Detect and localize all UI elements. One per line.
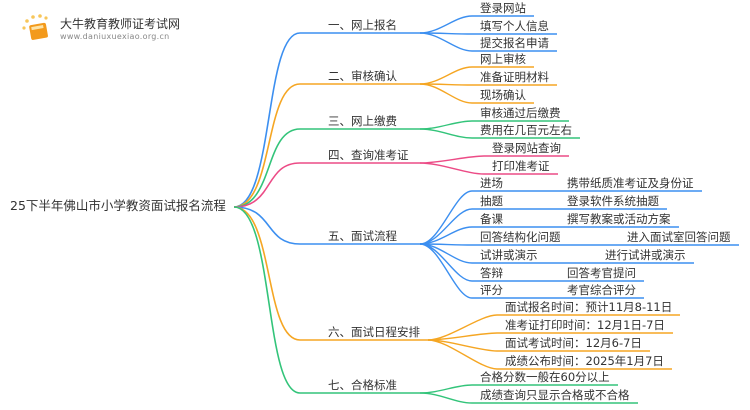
child-label: 面试考试时间：12月6-7日 [505, 336, 642, 350]
child-label: 回答结构化问题 [480, 230, 561, 244]
logo: 大牛教育教师证考试网 www.daniuxuexiao.org.cn [20, 14, 180, 42]
branch-label: 二、审核确认 [328, 69, 397, 83]
branch-label: 五、面试流程 [328, 229, 397, 243]
child-label: 准备证明材料 [480, 70, 549, 84]
child-label: 答辩 [480, 266, 503, 280]
child-label: 抽题 [480, 194, 503, 208]
child-label: 评分 [480, 283, 503, 297]
child-label: 登录网站查询 [492, 141, 561, 155]
child-connector [419, 128, 473, 139]
child-label: 进场 [480, 176, 503, 190]
child-connector [419, 162, 485, 175]
child-connector [419, 155, 485, 164]
child-label: 网上审核 [480, 52, 526, 66]
logo-name: 大牛教育教师证考试网 [60, 17, 181, 31]
child-label: 登录网站 [480, 1, 526, 15]
child-label: 备课 [480, 212, 503, 226]
branch-connector [233, 128, 301, 208]
child-label: 成绩查询只显示合格或不合格 [480, 388, 630, 402]
child-label: 试讲或演示 [480, 248, 538, 262]
child-connector [419, 208, 473, 245]
branch-connector [233, 162, 301, 208]
child-connector [419, 32, 473, 52]
child-connector [419, 243, 473, 282]
branch-connector [233, 206, 301, 245]
child-detail: 携带纸质准考证及身份证 [567, 176, 694, 190]
child-connector [419, 243, 473, 299]
branch-label: 七、合格标准 [328, 378, 397, 392]
branch-label: 一、网上报名 [328, 18, 397, 32]
child-connector [419, 120, 473, 130]
child-detail: 进入面试室回答问题 [627, 230, 731, 244]
child-label: 现场确认 [480, 88, 526, 102]
child-detail: 登录软件系统抽题 [567, 194, 659, 208]
branch-connector [233, 32, 301, 208]
child-label: 费用在几百元左右 [480, 123, 572, 137]
branch-connector [233, 83, 301, 208]
child-label: 打印准考证 [492, 159, 550, 173]
child-label: 成绩公布时间：2025年1月7日 [505, 354, 664, 368]
child-label: 提交报名申请 [480, 36, 549, 50]
child-connector [427, 339, 498, 370]
branch-label: 四、查询准考证 [328, 148, 409, 162]
child-detail: 进行试讲或演示 [605, 248, 686, 262]
child-label: 准考证打印时间：12月1日-7日 [505, 318, 665, 332]
child-connector [419, 66, 473, 85]
child-connector [427, 332, 498, 341]
root-title: 25下半年佛山市小学教资面试报名流程 [10, 198, 226, 213]
branch-connector [233, 206, 301, 394]
child-detail: 考官综合评分 [567, 283, 636, 297]
child-detail: 回答考官提问 [567, 266, 636, 280]
branch-label: 六、面试日程安排 [328, 325, 420, 339]
child-label: 面试报名时间：预计11月8-11日 [505, 300, 673, 314]
child-label: 审核通过后缴费 [480, 106, 561, 120]
child-connector [419, 15, 473, 34]
branch-label: 三、网上缴费 [328, 114, 397, 128]
child-label: 填写个人信息 [480, 19, 549, 33]
book-logo-icon [22, 14, 48, 40]
branch-connector [233, 206, 301, 341]
child-detail: 撰写教案或活动方案 [567, 212, 671, 226]
child-connector [419, 83, 473, 104]
child-connector [419, 384, 473, 394]
child-connector [419, 392, 473, 404]
child-label: 合格分数一般在60分以上 [480, 370, 610, 384]
logo-url: www.daniuxuexiao.org.cn [60, 32, 170, 41]
